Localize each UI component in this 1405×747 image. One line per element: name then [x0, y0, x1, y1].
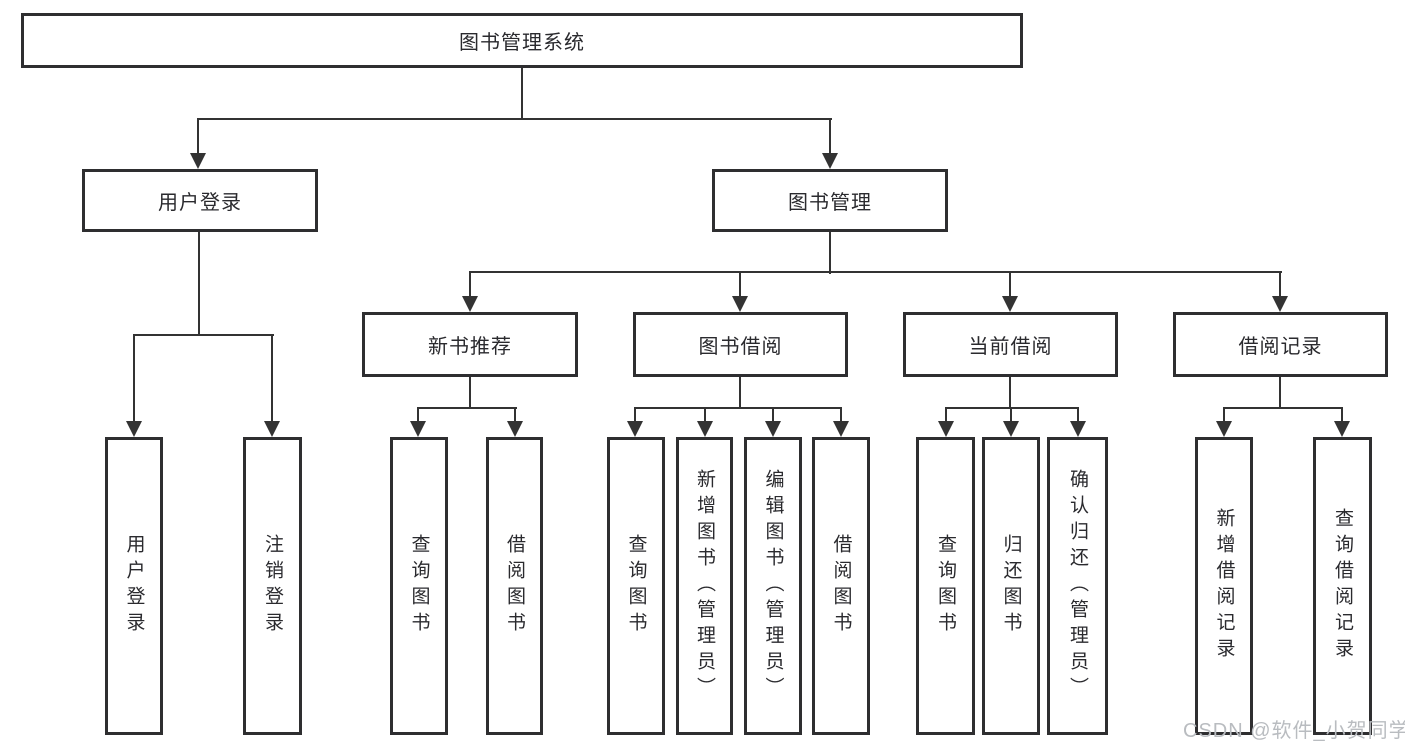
connector-line	[840, 407, 842, 423]
connector-line	[417, 407, 419, 423]
connector-line	[704, 407, 706, 423]
connector-line	[469, 377, 471, 409]
leaf-newbook-borrow-books: 借阅图书	[486, 437, 543, 735]
arrowhead-icon	[765, 421, 781, 437]
connector-line	[945, 407, 1079, 409]
leaf-user-login: 用户登录	[105, 437, 163, 735]
arrowhead-icon	[1334, 421, 1350, 437]
connector-line	[521, 68, 523, 120]
node-book-borrow: 图书借阅	[633, 312, 848, 377]
arrowhead-icon	[1070, 421, 1086, 437]
connector-line	[469, 271, 471, 299]
arrowhead-icon	[264, 421, 280, 437]
connector-line	[1223, 407, 1343, 409]
connector-line	[469, 271, 1282, 273]
connector-line	[1223, 407, 1225, 423]
leaf-records-add-record: 新增借阅记录	[1195, 437, 1253, 735]
arrowhead-icon	[1272, 296, 1288, 312]
connector-line	[772, 407, 774, 423]
arrowhead-icon	[1003, 421, 1019, 437]
node-current-borrow: 当前借阅	[903, 312, 1118, 377]
connector-line	[514, 407, 516, 423]
node-borrow-records: 借阅记录	[1173, 312, 1388, 377]
connector-line	[1279, 377, 1281, 409]
leaf-current-query-books: 查询图书	[916, 437, 975, 735]
leaf-logout: 注销登录	[243, 437, 302, 735]
arrowhead-icon	[938, 421, 954, 437]
connector-line	[197, 118, 832, 120]
connector-line	[271, 334, 273, 423]
arrowhead-icon	[507, 421, 523, 437]
connector-line	[197, 118, 199, 156]
leaf-borrow-add-books-admin: 新增图书（管理员）	[676, 437, 733, 735]
connector-line	[417, 407, 517, 409]
connector-line	[739, 271, 741, 299]
connector-line	[945, 407, 947, 423]
node-user-login: 用户登录	[82, 169, 318, 232]
connector-line	[1009, 377, 1011, 409]
connector-line	[133, 334, 274, 336]
connector-line	[1009, 271, 1011, 299]
leaf-newbook-query-books: 查询图书	[390, 437, 448, 735]
connector-line	[1341, 407, 1343, 423]
connector-line	[634, 407, 636, 423]
connector-line	[1077, 407, 1079, 423]
csdn-watermark: CSDN @软件_小贺同学	[1183, 720, 1405, 742]
arrowhead-icon	[190, 153, 206, 169]
node-book-management: 图书管理	[712, 169, 948, 232]
connector-line	[634, 407, 842, 409]
arrowhead-icon	[833, 421, 849, 437]
arrowhead-icon	[627, 421, 643, 437]
leaf-records-query-record: 查询借阅记录	[1313, 437, 1372, 735]
leaf-current-confirm-return-admin: 确认归还（管理员）	[1047, 437, 1108, 735]
leaf-borrow-edit-books-admin: 编辑图书（管理员）	[744, 437, 802, 735]
connector-line	[829, 118, 831, 156]
arrowhead-icon	[822, 153, 838, 169]
arrowhead-icon	[410, 421, 426, 437]
arrowhead-icon	[1216, 421, 1232, 437]
connector-line	[829, 232, 831, 274]
arrowhead-icon	[732, 296, 748, 312]
leaf-borrow-borrow-books: 借阅图书	[812, 437, 870, 735]
leaf-borrow-query-books: 查询图书	[607, 437, 665, 735]
connector-line	[739, 377, 741, 409]
leaf-current-return-books: 归还图书	[982, 437, 1040, 735]
arrowhead-icon	[1002, 296, 1018, 312]
node-new-book-recommend: 新书推荐	[362, 312, 578, 377]
arrowhead-icon	[697, 421, 713, 437]
connector-line	[1279, 271, 1281, 299]
node-library-system: 图书管理系统	[21, 13, 1023, 68]
arrowhead-icon	[462, 296, 478, 312]
connector-line	[198, 232, 200, 336]
arrowhead-icon	[126, 421, 142, 437]
connector-line	[133, 334, 135, 423]
connector-line	[1010, 407, 1012, 423]
